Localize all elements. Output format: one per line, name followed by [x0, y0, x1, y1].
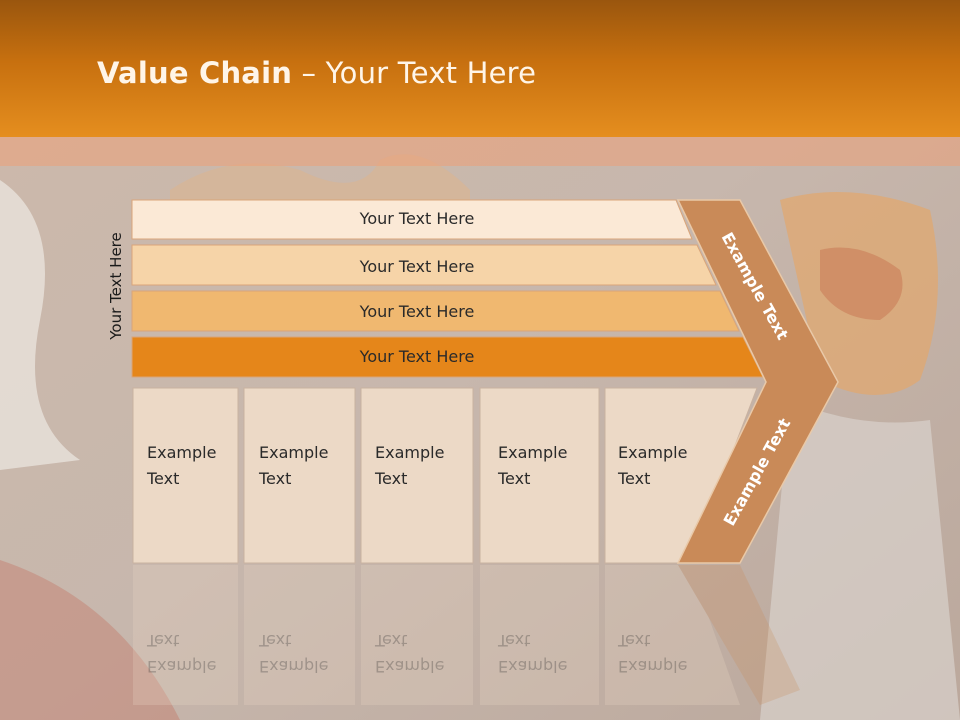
title-bold: Value Chain	[97, 56, 293, 90]
chevron-arrow	[676, 199, 839, 564]
cell-box-3	[360, 387, 474, 564]
row-label-1: Your Text Here	[359, 209, 475, 228]
row-label-2: Your Text Here	[359, 257, 475, 276]
reflection-shapes	[133, 565, 800, 705]
row-label-4: Your Text Here	[359, 347, 475, 366]
row-bar-3	[131, 290, 740, 332]
cell-box-1	[132, 387, 239, 564]
reflect-label-4: Example Text	[498, 631, 568, 676]
row-label-3: Your Text Here	[359, 302, 475, 321]
slide-title: Value Chain – Your Text Here	[97, 56, 536, 90]
cell-label-5: Example Text	[618, 443, 688, 488]
reflect-label-5: Example Text	[618, 631, 688, 676]
title-rest: – Your Text Here	[292, 56, 537, 90]
header-bar	[0, 0, 960, 137]
cell-label-2: Example Text	[259, 443, 329, 488]
header-band	[0, 137, 960, 166]
reflect-label-1: Example Text	[147, 631, 217, 676]
row-bar-2	[131, 244, 717, 286]
cell-label-1: Example Text	[147, 443, 217, 488]
reflection: Example Text Example Text Example Text E…	[0, 565, 960, 720]
row-bar-1	[131, 199, 693, 240]
reflect-label-3: Example Text	[375, 631, 445, 676]
cell-box-4	[479, 387, 600, 564]
cell-label-4: Example Text	[498, 443, 568, 488]
cell-label-3: Example Text	[375, 443, 445, 488]
cell-box-2	[243, 387, 356, 564]
reflect-label-2: Example Text	[259, 631, 329, 676]
